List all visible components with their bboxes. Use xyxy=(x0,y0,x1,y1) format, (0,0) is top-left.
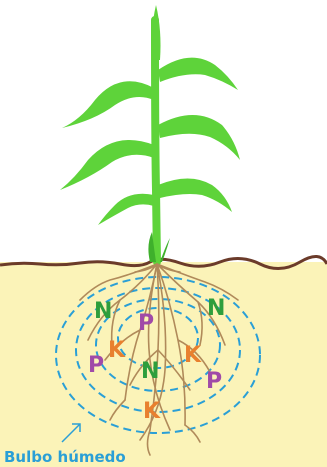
nutrient-k: K xyxy=(184,343,202,368)
nutrient-n: N xyxy=(141,359,159,384)
leaf-right-upper xyxy=(158,58,238,90)
leaf-top xyxy=(152,5,161,60)
wet-bulb-label: Bulbo húmedo xyxy=(4,448,126,466)
plant xyxy=(60,5,240,262)
nutrient-p: P xyxy=(206,369,222,394)
leaf-left-lower xyxy=(98,194,154,225)
nutrient-n: N xyxy=(94,299,112,324)
soil xyxy=(0,262,327,467)
nutrient-k: K xyxy=(108,338,126,363)
nutrient-n: N xyxy=(207,296,225,321)
leaf-right-middle xyxy=(158,115,240,160)
leaf-right-lower xyxy=(158,179,232,213)
leaf-left-upper xyxy=(62,81,154,128)
nutrient-k: K xyxy=(143,399,161,424)
leaf-left-middle xyxy=(60,140,154,190)
nutrient-p: P xyxy=(138,311,154,336)
nutrient-p: P xyxy=(88,353,104,378)
